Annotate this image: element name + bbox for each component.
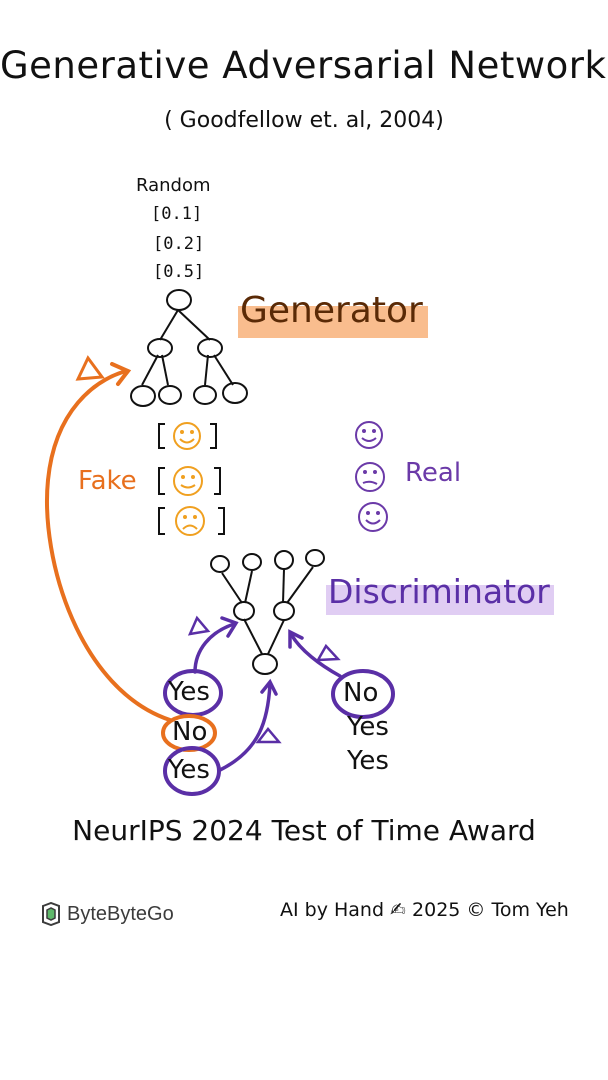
fake-output: No: [172, 717, 208, 747]
generator-feedback-arrow: [45, 355, 172, 722]
purple-delta-icon: [187, 615, 211, 636]
credit: AI by Hand ✍ 2025 © Tom Yeh: [280, 899, 569, 921]
citation: ( Goodfellow et. al, 2004): [164, 108, 444, 133]
random-vector-value: [0.5]: [153, 262, 205, 282]
fake-yes-circle: [163, 746, 221, 796]
random-vector-value: [0.2]: [153, 234, 205, 254]
fake-brackets: [158, 423, 225, 535]
neutral-face-icon: [173, 466, 203, 496]
smile-icon: [173, 422, 201, 450]
discriminator-label: Discriminator: [328, 572, 550, 611]
generator-node: [130, 385, 156, 407]
page-title: Generative Adversarial Networks: [0, 44, 608, 87]
purple-delta-icon: [315, 643, 341, 662]
discriminator-highlight: [326, 585, 554, 615]
yes-arrow: [193, 622, 236, 674]
brand-name: ByteByteGo: [67, 902, 174, 925]
purple-delta-icon: [255, 727, 282, 744]
confused-face-icon: [355, 462, 385, 492]
brand: ByteByteGo: [41, 902, 174, 926]
real-faces: [355, 421, 388, 532]
real-output: Yes: [347, 746, 389, 776]
real-label: Real: [405, 458, 462, 488]
frown-icon: [175, 506, 205, 536]
real-no-circle: [331, 669, 395, 719]
generator-highlight: [238, 306, 428, 338]
award-caption: NeurIPS 2024 Test of Time Award: [72, 814, 536, 847]
smile-icon: [355, 421, 383, 449]
discriminator-node: [210, 555, 230, 573]
generator-node: [222, 382, 248, 404]
discriminator-node: [305, 549, 325, 567]
orange-delta-icon: [75, 355, 105, 381]
smile-icon: [358, 502, 388, 532]
random-label: Random: [136, 175, 211, 196]
discriminator-node: [274, 550, 294, 570]
yes-arrow: [218, 682, 272, 772]
fake-output: Yes: [168, 677, 210, 707]
generator-label: Generator: [240, 290, 423, 331]
generator-node: [197, 338, 223, 358]
real-output: No: [343, 678, 379, 708]
fake-faces: [173, 422, 205, 536]
discriminator-node: [252, 653, 278, 675]
real-output: Yes: [347, 712, 389, 742]
discriminator-node: [233, 601, 255, 621]
generator-node: [193, 385, 217, 405]
generator-node: [166, 289, 192, 311]
output-circles: [161, 669, 395, 796]
fake-output: Yes: [168, 755, 210, 785]
random-vector-value: [0.1]: [151, 204, 203, 224]
discriminator-node: [242, 553, 262, 571]
bytebytego-logo-icon: [42, 902, 60, 926]
discriminator-arrows: [187, 615, 342, 772]
generator-node: [158, 385, 182, 405]
no-arrow: [289, 632, 342, 678]
generator-network: [130, 289, 248, 407]
discriminator-network: [210, 549, 325, 675]
discriminator-node: [273, 601, 295, 621]
generator-node: [147, 338, 173, 358]
fake-label: Fake: [78, 466, 137, 496]
